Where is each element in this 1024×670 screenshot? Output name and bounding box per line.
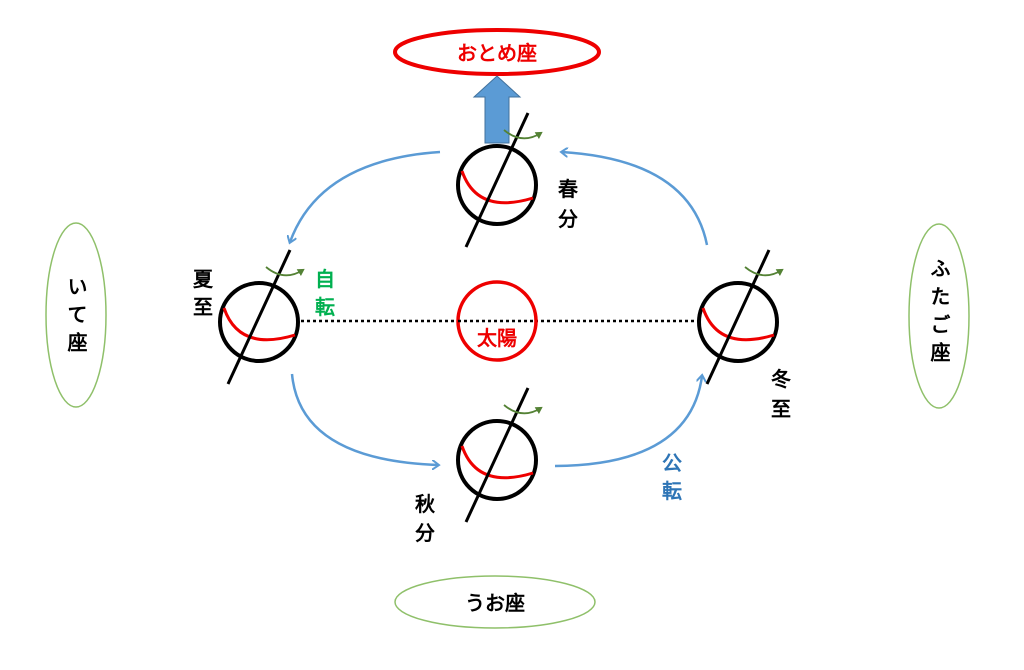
winter-solstice-label-1: 冬 — [771, 367, 791, 391]
summer-solstice-label-1: 夏 — [193, 267, 214, 291]
earth-globe — [456, 419, 538, 501]
rotation-axis — [226, 249, 292, 385]
rotation-axis — [705, 249, 771, 385]
revolution-arrows — [290, 150, 709, 468]
earth-summer — [218, 249, 305, 385]
sagittarius-ellipse — [45, 222, 107, 408]
revolution-label-1: 公 — [662, 451, 682, 475]
earth-globe — [218, 281, 300, 363]
rotation-arrow-icon — [265, 266, 305, 277]
rotation-arrow-icon — [744, 266, 784, 277]
orbit-arrow-summer-to-autumn — [290, 373, 438, 465]
rotation-label-2: 転 — [315, 295, 335, 319]
direction-arrow — [472, 75, 522, 144]
spring-equinox-label-2: 分 — [558, 207, 578, 231]
rotation-arrow-icon — [503, 404, 543, 415]
gemini-label: ふたご座 — [927, 258, 951, 370]
sun-label: 太陽 — [477, 326, 517, 350]
summer-solstice-label-2: 至 — [193, 295, 213, 319]
pisces-constellation: うお座 — [394, 575, 596, 629]
rotation-arrow-icon — [503, 129, 543, 140]
earth-globe — [697, 281, 779, 363]
revolution-label-2: 転 — [662, 479, 682, 503]
earth-spring — [456, 112, 543, 248]
autumn-equinox-label-2: 分 — [415, 521, 435, 545]
orbit-arrow-winter-to-spring — [562, 152, 709, 246]
sun: 太陽 — [456, 280, 538, 362]
gemini-ellipse — [908, 223, 970, 409]
virgo-label: おとめ座 — [457, 41, 537, 65]
earth-autumn — [456, 387, 543, 523]
sagittarius-label: いて座 — [64, 276, 88, 360]
rotation-axis — [464, 387, 530, 523]
orbit-arrow-spring-to-summer — [290, 150, 441, 242]
spring-equinox-label-1: 春 — [557, 177, 579, 201]
rotation-label-1: 自 — [315, 267, 335, 291]
rotation-axis — [464, 112, 530, 248]
winter-solstice-label-2: 至 — [771, 397, 791, 421]
autumn-equinox-label-1: 秋 — [415, 492, 436, 516]
virgo-constellation: おとめ座 — [393, 28, 601, 76]
orbit-arrow-autumn-to-winter — [554, 376, 702, 468]
earth-winter — [697, 249, 784, 385]
pisces-label: うお座 — [465, 591, 525, 615]
earth-globe — [456, 144, 538, 226]
